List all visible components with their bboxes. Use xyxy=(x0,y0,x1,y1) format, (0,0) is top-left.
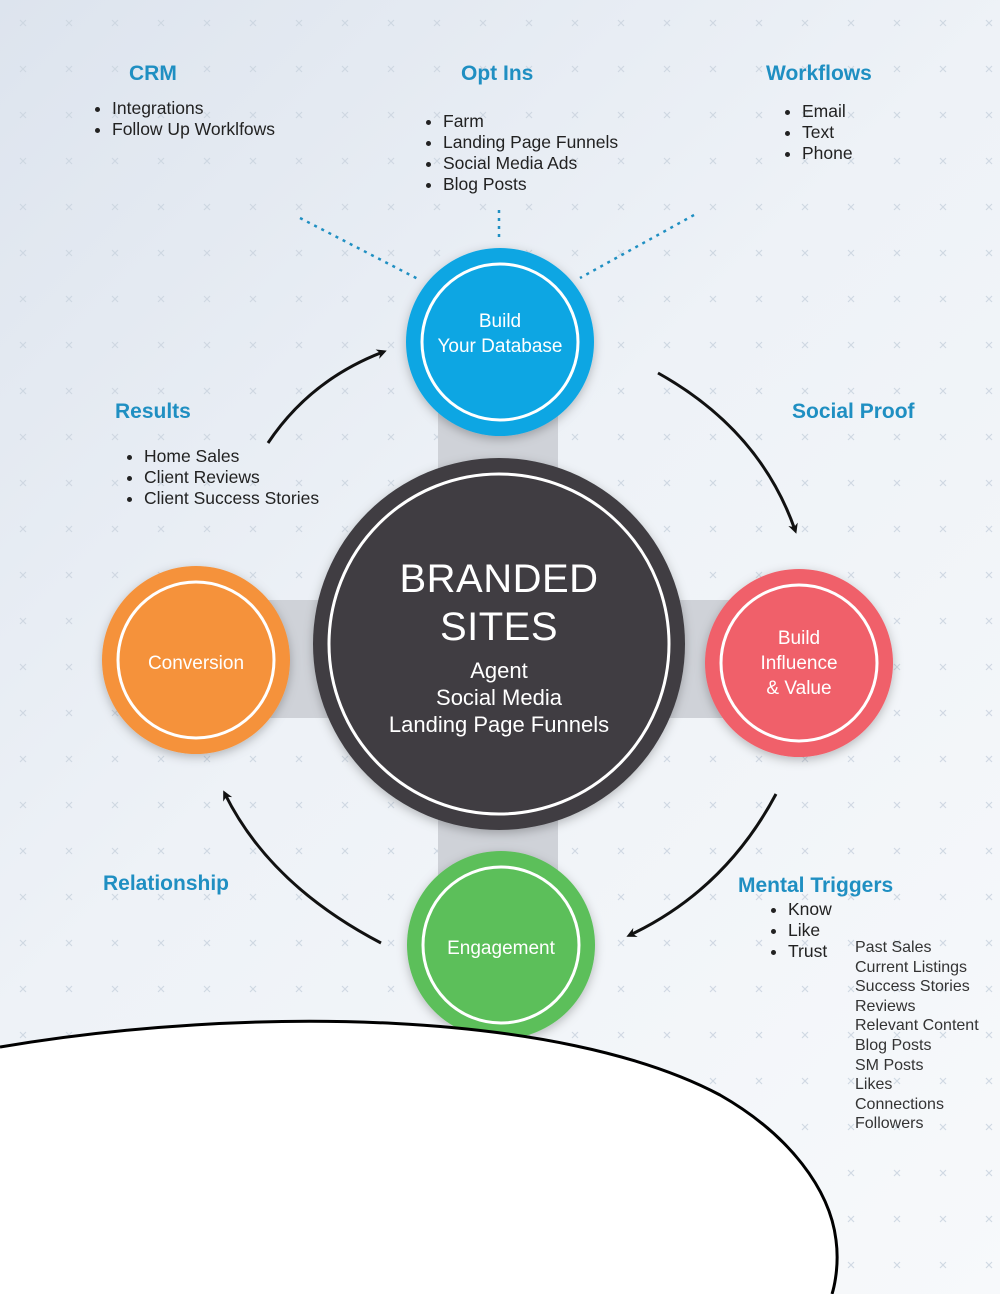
build-influence-label: Build Influence & Value xyxy=(709,626,889,701)
node-conversion-ring xyxy=(116,580,276,740)
label-line: Your Database xyxy=(437,336,563,357)
social-proof-heading: Social Proof xyxy=(792,400,915,423)
center-sub-line: Social Media xyxy=(436,685,562,710)
node-build-database xyxy=(406,248,594,436)
center-sub-line: Landing Page Funnels xyxy=(388,712,610,737)
opt-ins-list: Farm Landing Page Funnels Social Media A… xyxy=(421,111,618,195)
list-item: Success Stories xyxy=(855,978,970,996)
label-line: Conversion xyxy=(147,653,245,674)
center-node-ring xyxy=(327,472,671,816)
list-item: Relevant Content xyxy=(855,1017,979,1035)
list-item: Blog Posts xyxy=(443,174,618,195)
list-item: Text xyxy=(802,122,853,143)
arrow-to-engagement xyxy=(626,793,778,937)
mental-triggers-list: Know Like Trust xyxy=(766,899,832,962)
list-item: Blog Posts xyxy=(855,1036,932,1054)
conversion-label: Conversion xyxy=(106,651,286,676)
center-node xyxy=(313,458,685,830)
list-item: Email xyxy=(802,101,853,122)
label-line: Build xyxy=(777,628,821,649)
label-line: Engagement xyxy=(447,938,555,959)
list-item: Client Success Stories xyxy=(144,488,319,509)
node-build-database-ring xyxy=(420,262,580,422)
node-build-influence-ring xyxy=(719,583,879,743)
list-item: Farm xyxy=(443,111,618,132)
list-item: SM Posts xyxy=(855,1056,924,1074)
list-item: Trust xyxy=(788,941,832,962)
center-title-line: BRANDED xyxy=(399,557,599,601)
label-line: & Value xyxy=(766,678,832,699)
list-item: Current Listings xyxy=(855,958,968,976)
arrow-to-conversion xyxy=(223,790,382,945)
list-item: Social Media Ads xyxy=(443,153,618,174)
node-engagement xyxy=(407,851,595,1039)
node-build-influence xyxy=(705,569,893,757)
list-item: Phone xyxy=(802,143,853,164)
node-conversion-circle xyxy=(102,566,290,754)
list-item: Landing Page Funnels xyxy=(443,132,618,153)
arrow-to-build-influence xyxy=(657,371,798,534)
results-heading: Results xyxy=(115,400,191,423)
dotted-connector-left xyxy=(299,216,419,281)
results-list: Home Sales Client Reviews Client Success… xyxy=(122,446,319,509)
list-item: Know xyxy=(788,899,832,920)
node-engagement-circle xyxy=(407,851,595,1039)
opt-ins-heading: Opt Ins xyxy=(461,62,534,85)
node-conversion xyxy=(102,566,290,754)
build-database-label: Build Your Database xyxy=(410,309,590,359)
label-line: Influence xyxy=(760,653,838,674)
workflows-heading: Workflows xyxy=(766,62,872,85)
list-item: Followers xyxy=(855,1115,924,1133)
center-node-circle xyxy=(313,458,685,830)
list-item: Home Sales xyxy=(144,446,319,467)
center-label: BRANDED SITES Agent Social Media Landing… xyxy=(349,555,649,738)
list-item: Client Reviews xyxy=(144,467,319,488)
relationship-heading: Relationship xyxy=(103,872,230,895)
list-item: Past Sales xyxy=(855,939,932,956)
list-item: Integrations xyxy=(112,98,275,119)
list-item: Follow Up Worklfows xyxy=(112,119,275,140)
engagement-label: Engagement xyxy=(411,936,591,961)
arrow-to-build-database xyxy=(266,349,387,444)
list-item: Reviews xyxy=(855,997,916,1015)
trust-sub-list: Past Sales Current Listings Success Stor… xyxy=(855,938,979,1134)
label-line: Build xyxy=(478,311,522,332)
list-item: Connections xyxy=(855,1095,944,1113)
node-build-influence-circle xyxy=(705,569,893,757)
list-item: Likes xyxy=(855,1076,893,1094)
crm-heading: CRM xyxy=(129,62,177,85)
crm-list: Integrations Follow Up Worklfows xyxy=(90,98,275,140)
center-sub-line: Agent xyxy=(470,658,528,683)
mental-triggers-heading: Mental Triggers xyxy=(738,874,894,897)
workflows-list: Email Text Phone xyxy=(780,101,853,164)
list-item: Like xyxy=(788,920,832,941)
dotted-connector-right xyxy=(579,213,695,280)
center-title-line: SITES xyxy=(439,605,559,649)
node-build-database-circle xyxy=(406,248,594,436)
